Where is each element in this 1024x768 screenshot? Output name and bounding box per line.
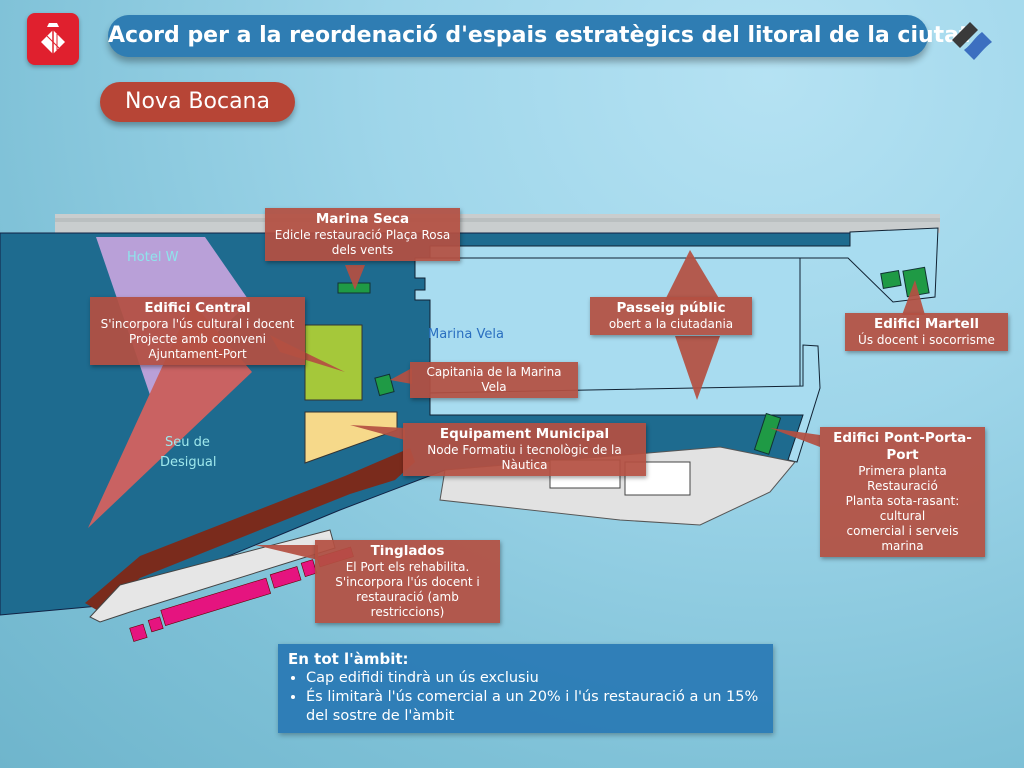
info-heading: En tot l'àmbit: [288, 650, 409, 668]
equipament-callout: Equipament Municipal Node Formatiu i tec… [403, 423, 646, 476]
breakwater [55, 214, 940, 233]
seu-desigual-label-1: Seu de [165, 435, 210, 450]
callout-line: Planta sota-rasant: cultural [845, 494, 960, 523]
page-title: Acord per a la reordenació d'espais estr… [108, 15, 970, 57]
south-breakwater [429, 344, 821, 463]
brown-strip [85, 448, 415, 612]
callout-line: dels vents [331, 243, 394, 257]
callout-line: Node Formatiu i tecnològic de la Nàutica [427, 443, 622, 472]
passeig-callout: Passeig públic obert a la ciutadania [590, 297, 752, 335]
callout-line: Primera planta Restauració [858, 464, 947, 493]
callout-title: Edifici Martell [874, 316, 979, 332]
callout-title: Equipament Municipal [439, 426, 610, 442]
callout-title: Marina Seca [315, 211, 410, 227]
callout-line: Edicle restauració Plaça Rosa [274, 228, 451, 242]
info-box: En tot l'àmbit: Cap edifidi tindrà un ús… [278, 644, 773, 733]
callout-line: S'incorpora l'ús docent i [335, 575, 480, 589]
seu-desigual-label-2: Desigual [160, 455, 217, 470]
callout-title: Capitania de la Marina Vela [426, 365, 562, 394]
edifici-central-callout: Edifici Central S'incorpora l'ús cultura… [90, 297, 305, 365]
capitania-building [374, 373, 395, 397]
callout-line: Ajuntament-Port [148, 347, 247, 361]
edifici-central-building [304, 324, 363, 401]
callout-line: El Port els rehabilita. [345, 560, 470, 574]
capitania-callout: Capitania de la Marina Vela [410, 362, 578, 398]
section-title: Nova Bocana [100, 82, 295, 122]
marina-seca-callout: Marina Seca Edicle restauració Plaça Ros… [265, 208, 460, 261]
pont-porta-port-callout: Edifici Pont-Porta-Port Primera planta R… [820, 427, 985, 557]
callout-line: restauració (amb restriccions) [356, 590, 459, 619]
hotel-w-label: Hotel W [127, 250, 179, 265]
callout-title: Passeig públic [616, 300, 726, 316]
callout-line: S'incorpora l'ús cultural i docent [100, 317, 295, 331]
martell-callout: Edifici Martell Ús docent i socorrisme [845, 313, 1008, 351]
info-list: Cap edifidi tindrà un ús exclusiu És lim… [288, 669, 763, 726]
callout-line: obert a la ciutadania [608, 317, 734, 331]
callout-line: Projecte amb coonveni [128, 332, 267, 346]
marina-vela-label: Marina Vela [428, 327, 504, 342]
north-promenade [429, 227, 939, 303]
callout-title: Edifici Pont-Porta-Port [833, 430, 972, 463]
callout-line: Ús docent i socorrisme [858, 333, 995, 347]
ajuntament-logo [27, 13, 79, 65]
callout-title: Tinglados [370, 543, 445, 559]
callout-arrows [255, 250, 925, 560]
port-logo [950, 18, 995, 63]
info-bullet: Cap edifidi tindrà un ús exclusiu [306, 669, 763, 688]
port-wave-icon [952, 22, 992, 60]
martell-building [880, 269, 902, 290]
pont-porta-port-building [753, 412, 782, 455]
callout-title: Edifici Central [144, 300, 251, 316]
tinglados-callout: Tinglados El Port els rehabilita. S'inco… [315, 540, 500, 623]
barcelona-shield-icon [41, 23, 65, 54]
info-bullet: És limitarà l'ús comercial a un 20% i l'… [306, 688, 763, 726]
callout-line: comercial i serveis marina [846, 524, 959, 553]
